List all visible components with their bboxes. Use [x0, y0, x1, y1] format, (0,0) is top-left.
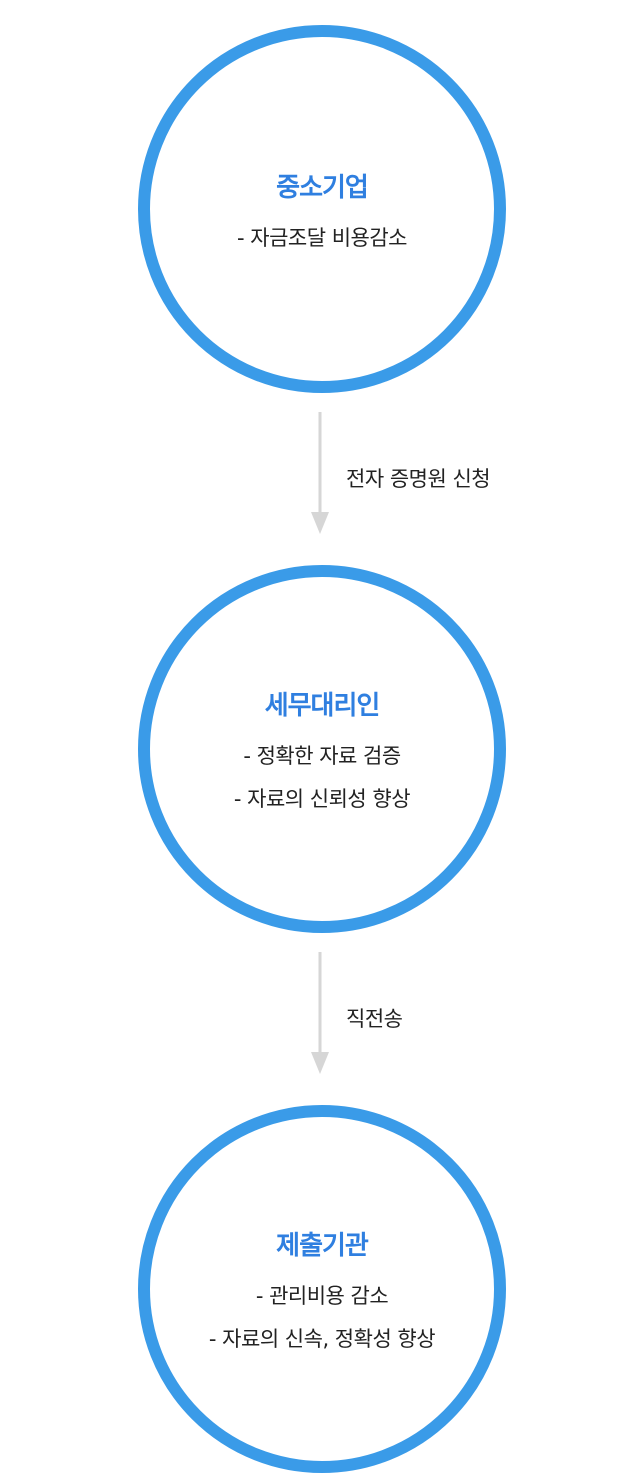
node-sme: 중소기업 - 자금조달 비용감소 [138, 25, 506, 393]
node-line: - 자금조달 비용감소 [237, 225, 408, 250]
connector-label: 전자 증명원 신청 [346, 467, 491, 491]
connector-label: 직전송 [346, 1007, 403, 1031]
node-title: 세무대리인 [264, 691, 381, 721]
node-line: - 자료의 신속, 정확성 향상 [208, 1327, 436, 1351]
connector-1 [300, 412, 340, 538]
node-line: - 관리비용 감소 [255, 1284, 389, 1308]
node-lines: - 정확한 자료 검증 - 자료의 신뢰성 향상 [233, 740, 411, 813]
down-arrow-icon [311, 412, 329, 534]
node-line: - 정확한 자료 검증 [243, 744, 401, 768]
node-title: 중소기업 [276, 172, 369, 203]
node-lines: - 자금조달 비용감소 [237, 222, 408, 252]
node-line: - 자료의 신뢰성 향상 [233, 787, 411, 811]
connector-2 [300, 952, 340, 1078]
node-tax-agent: 세무대리인 - 정확한 자료 검증 - 자료의 신뢰성 향상 [138, 565, 506, 933]
down-arrow-icon [311, 952, 329, 1074]
node-submitting-agency: 제출기관 - 관리비용 감소 - 자료의 신속, 정확성 향상 [138, 1105, 506, 1473]
node-lines: - 관리비용 감소 - 자료의 신속, 정확성 향상 [208, 1280, 436, 1353]
node-title: 제출기관 [276, 1231, 369, 1261]
